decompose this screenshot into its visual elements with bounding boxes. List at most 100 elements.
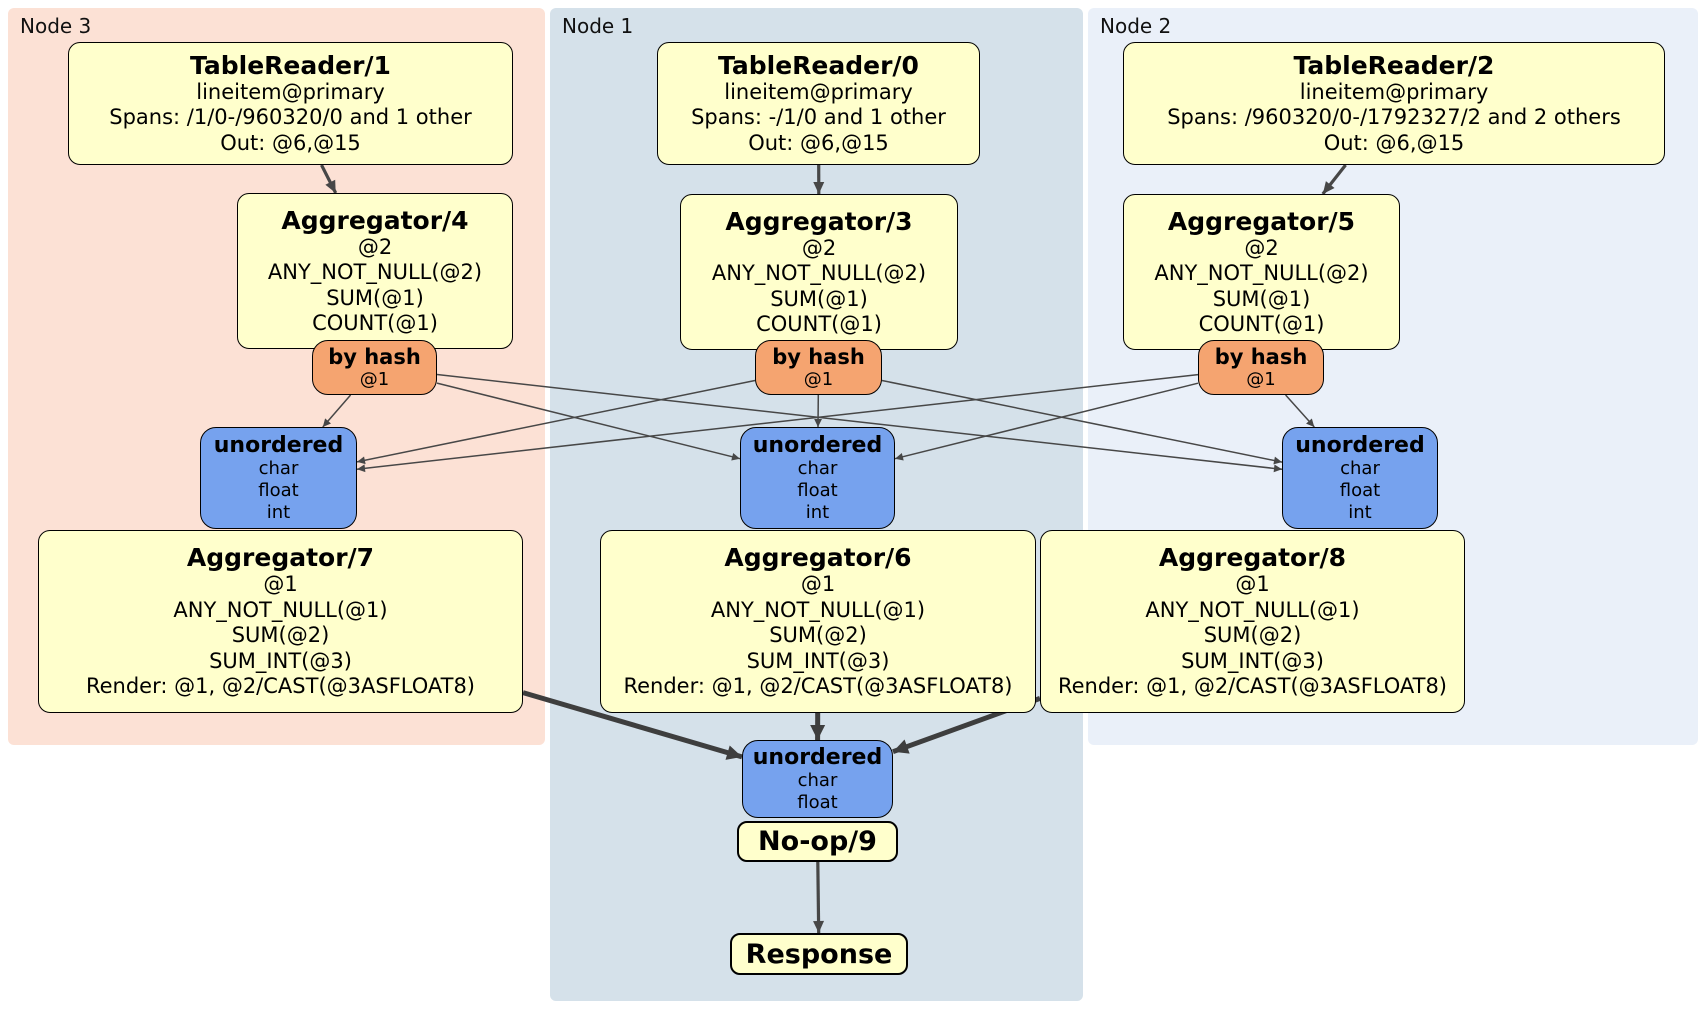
- unordered-sync-node2-title: unordered: [1295, 432, 1425, 458]
- edge-by-hash-router-node2-to-unordered-sync-node1: [894, 382, 1199, 461]
- table-reader-2-line-0: lineitem@primary: [1299, 79, 1489, 104]
- aggregator-8-line-4: Render: @1, @2/CAST(@3ASFLOAT8): [1057, 674, 1448, 699]
- table-reader-0-line-0: lineitem@primary: [724, 79, 913, 104]
- aggregator-5-line-2: SUM(@1): [1212, 286, 1311, 311]
- aggregator-6-title: Aggregator/6: [724, 543, 912, 573]
- unordered-sync-node3-title: unordered: [213, 432, 344, 458]
- edge-by-hash-router-node1-to-unordered-sync-node3: [356, 379, 756, 465]
- no-op-9-title: No-op/9: [758, 826, 877, 857]
- aggregator-4-title: Aggregator/4: [281, 205, 469, 235]
- no-op-9-box: No-op/9: [737, 821, 898, 862]
- aggregator-8-title: Aggregator/8: [1158, 543, 1347, 573]
- response-box: Response: [730, 933, 908, 975]
- edge-by-hash-router-node3-to-unordered-sync-node2: [436, 373, 1283, 473]
- panel-node-2-label: Node 2: [1100, 14, 1172, 38]
- aggregator-7-line-4: Render: @1, @2/CAST(@3ASFLOAT8): [85, 674, 476, 699]
- by-hash-router-node1-title: by hash: [772, 345, 865, 369]
- unordered-sync-node1-title: unordered: [752, 432, 883, 458]
- aggregator-6-line-4: Render: @1, @2/CAST(@3ASFLOAT8): [623, 674, 1013, 699]
- by-hash-router-node1-box: by hash@1: [755, 340, 882, 395]
- aggregator-8-line-0: @1: [1235, 572, 1270, 597]
- aggregator-7-title: Aggregator/7: [186, 543, 375, 573]
- aggregator-3-line-3: COUNT(@1): [756, 312, 882, 336]
- table-reader-1-title: TableReader/1: [190, 50, 391, 80]
- table-reader-1-line-0: lineitem@primary: [196, 79, 385, 104]
- aggregator-6-line-2: SUM(@2): [769, 623, 867, 648]
- edge-by-hash-router-node3-to-unordered-sync-node3: [322, 394, 352, 428]
- by-hash-router-node2-box: by hash@1: [1198, 340, 1324, 395]
- unordered-sync-node2-line-1: float: [1339, 479, 1381, 501]
- unordered-sync-node2-line-0: char: [1340, 457, 1380, 479]
- edge-no-op-9-to-response: [813, 861, 825, 934]
- unordered-sync-node1-line-2: int: [805, 501, 830, 523]
- aggregator-3-title: Aggregator/3: [725, 206, 913, 236]
- aggregator-7-line-2: SUM(@2): [231, 623, 330, 648]
- aggregator-4-line-3: COUNT(@1): [312, 311, 438, 335]
- unordered-sync-node1-line-1: float: [797, 479, 838, 501]
- aggregator-5-line-1: ANY_NOT_NULL(@2): [1154, 261, 1369, 285]
- by-hash-router-node1-line-0: @1: [803, 369, 834, 390]
- by-hash-router-node2-line-0: @1: [1246, 369, 1276, 390]
- panel-node-3-label: Node 3: [20, 14, 92, 38]
- aggregator-7-line-1: ANY_NOT_NULL(@1): [173, 597, 388, 622]
- final-unordered-sync-title: unordered: [752, 744, 883, 770]
- aggregator-7-line-0: @1: [263, 572, 298, 597]
- aggregator-8-line-3: SUM_INT(@3): [1181, 648, 1324, 673]
- aggregator-5-title: Aggregator/5: [1167, 206, 1356, 236]
- aggregator-3-line-1: ANY_NOT_NULL(@2): [711, 261, 927, 285]
- table-reader-2-title: TableReader/2: [1293, 50, 1495, 80]
- by-hash-router-node3-line-0: @1: [359, 369, 390, 390]
- table-reader-1-line-2: Out: @6,@15: [220, 130, 361, 155]
- unordered-sync-node1-line-0: char: [797, 457, 838, 479]
- aggregator-8-line-1: ANY_NOT_NULL(@1): [1145, 597, 1360, 622]
- edge-table-reader-1-to-aggregator-4: [320, 164, 338, 194]
- edge-by-hash-router-node1-to-unordered-sync-node2: [881, 379, 1283, 465]
- by-hash-router-node3-title: by hash: [328, 345, 421, 369]
- edge-aggregator-7-to-final-unordered-sync: [522, 690, 743, 760]
- aggregator-3-line-2: SUM(@1): [770, 286, 868, 311]
- table-reader-0-line-2: Out: @6,@15: [748, 130, 889, 155]
- unordered-sync-node2-line-2: int: [1348, 501, 1372, 523]
- edge-table-reader-2-to-aggregator-5: [1321, 164, 1347, 195]
- aggregator-6-line-0: @1: [800, 572, 836, 597]
- edge-by-hash-router-node2-to-unordered-sync-node3: [356, 373, 1199, 473]
- table-reader-2-line-1: Spans: /960320/0-/1792327/2 and 2 others: [1167, 105, 1621, 130]
- panel-node-1-label: Node 1: [562, 14, 634, 38]
- unordered-sync-node3-line-1: float: [258, 479, 299, 501]
- unordered-sync-node3-line-2: int: [266, 501, 291, 523]
- edge-by-hash-router-node3-to-unordered-sync-node1: [436, 382, 741, 461]
- aggregator-7-line-3: SUM_INT(@3): [209, 648, 352, 673]
- edge-by-hash-router-node2-to-unordered-sync-node2: [1285, 394, 1315, 428]
- aggregator-4-line-0: @2: [357, 234, 393, 259]
- table-reader-1-line-1: Spans: /1/0-/960320/0 and 1 other: [109, 105, 472, 130]
- final-unordered-sync-line-1: float: [797, 791, 838, 813]
- aggregator-3-line-0: @2: [801, 235, 837, 260]
- aggregator-6-line-3: SUM_INT(@3): [746, 648, 890, 673]
- aggregator-5-line-0: @2: [1244, 235, 1279, 260]
- table-reader-2-line-2: Out: @6,@15: [1323, 130, 1465, 155]
- table-reader-0-title: TableReader/0: [718, 50, 919, 80]
- unordered-sync-node3-line-0: char: [258, 457, 299, 479]
- response-title: Response: [745, 938, 893, 970]
- by-hash-router-node2-title: by hash: [1214, 345, 1308, 369]
- aggregator-5-line-3: COUNT(@1): [1198, 312, 1325, 336]
- aggregator-8-line-2: SUM(@2): [1203, 623, 1302, 648]
- table-reader-0-line-1: Spans: -/1/0 and 1 other: [691, 105, 946, 130]
- aggregator-6-line-1: ANY_NOT_NULL(@1): [710, 597, 926, 622]
- aggregator-4-line-1: ANY_NOT_NULL(@2): [267, 260, 483, 284]
